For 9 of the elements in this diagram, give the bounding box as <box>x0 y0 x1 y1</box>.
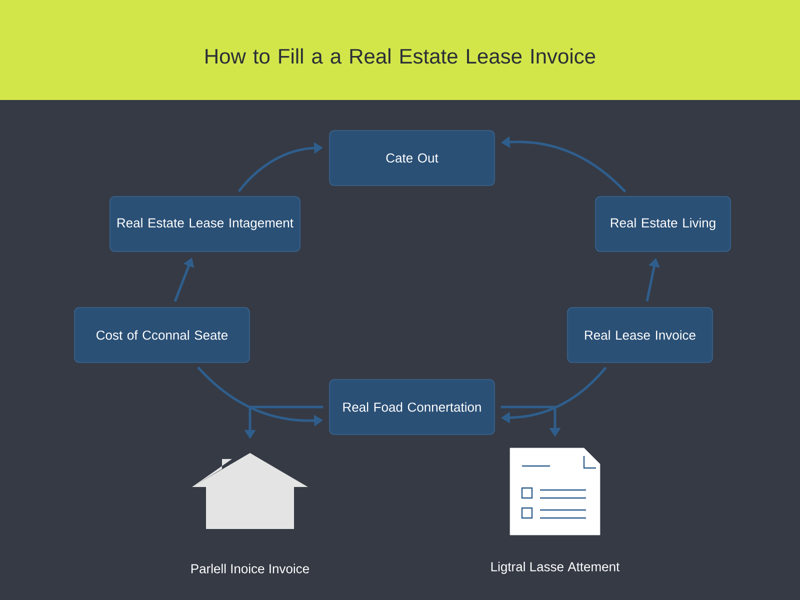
process-box: Real Estate Living <box>595 196 731 252</box>
picture-caption: Parlell Inoice Invoice <box>191 564 309 574</box>
process-box: Cate Out <box>329 130 495 186</box>
header-banner: How to Fill a a Real Estate Lease Invoice <box>0 0 800 100</box>
process-box: Real Estate Lease Intagement <box>110 196 300 252</box>
process-box: Cost of Cconnal Seate <box>74 307 250 363</box>
process-box: Real Foad Connertation <box>329 379 495 435</box>
process-box: Real Lease Invoice <box>567 307 713 363</box>
picture-caption: Ligtral Lasse Attement <box>491 562 620 574</box>
